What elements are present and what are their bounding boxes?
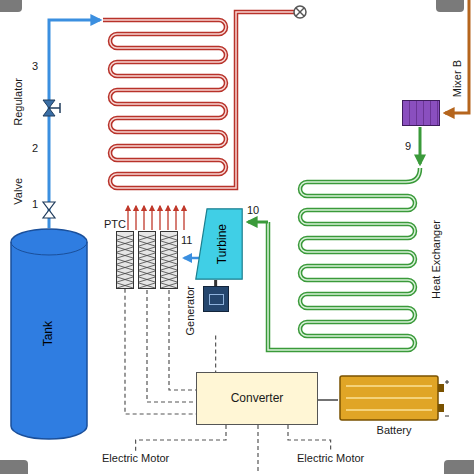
turbine-body: Turbine	[195, 208, 243, 280]
heat-arrow	[183, 206, 184, 230]
red-coil-bore	[103, 12, 294, 188]
callout-number: 9	[405, 140, 411, 153]
mixer-outlet-pipe	[419, 127, 422, 164]
heat-arrow	[143, 206, 144, 230]
power-wire	[318, 399, 338, 401]
heat-arrow	[127, 206, 128, 230]
heat-arrow	[135, 206, 136, 230]
mixer-inlet-line	[445, 0, 469, 113]
wheel	[444, 460, 474, 474]
turbine-inlet-pipe	[248, 221, 268, 224]
ptc-blocks	[116, 231, 178, 289]
node-text: Electric Motor	[297, 452, 364, 464]
callout-number: 3	[32, 60, 38, 73]
red-coil	[103, 12, 294, 188]
part-label: Heat Exchanger	[430, 220, 443, 299]
node-text: Mixer B	[451, 60, 464, 97]
callout-number: 1	[32, 198, 38, 211]
wheel	[0, 460, 28, 474]
generator-core	[209, 294, 224, 305]
motor-label-box: Electric Motor	[295, 452, 366, 465]
ptc-block	[161, 231, 178, 288]
battery-pack: Battery	[338, 372, 450, 437]
converter-box: Converter	[196, 372, 318, 425]
generator-symbol	[203, 286, 229, 312]
mixer-box: Mixer B	[402, 100, 440, 126]
motor-wire	[257, 425, 258, 474]
tank-vessel: Tank	[10, 228, 88, 440]
supply-pipe	[49, 20, 100, 228]
heat-arrow	[175, 206, 176, 230]
node-text: PTC	[104, 218, 178, 231]
part-label: Regulator	[12, 78, 25, 126]
heat-arrows	[128, 206, 184, 230]
green-coil-bore	[268, 168, 420, 350]
wheel	[436, 0, 464, 12]
outlet-valve	[294, 6, 306, 18]
callout-number: 11	[181, 234, 192, 247]
node-text: Converter	[231, 392, 284, 406]
ptc-block	[117, 231, 134, 288]
wheel	[0, 0, 22, 12]
ptc-block	[139, 231, 156, 288]
signal-wire	[136, 425, 226, 452]
signal-wire	[288, 425, 331, 452]
turbine-exhaust	[184, 257, 199, 260]
signal-wire	[215, 336, 216, 372]
node-text: Turbine	[216, 224, 230, 264]
node-text: Battery	[377, 424, 412, 437]
node-text: Tank	[42, 321, 56, 346]
node-text: Electric Motor	[102, 452, 169, 464]
green-coil	[268, 168, 420, 350]
heat-arrow	[151, 206, 152, 230]
battery-symbol	[338, 372, 450, 424]
callout-number: 10	[247, 204, 259, 217]
node-text: Generator	[184, 286, 197, 336]
generator-unit: Generator	[184, 286, 229, 336]
regulator-symbol	[43, 100, 60, 116]
heat-arrow	[159, 206, 160, 230]
motor-label-box: Electric Motor	[100, 452, 171, 465]
callout-number: 2	[32, 142, 38, 155]
ptc-heater: PTC	[104, 218, 178, 289]
part-label: Valve	[12, 178, 25, 205]
heat-arrow	[167, 206, 168, 230]
valve-symbol	[43, 202, 55, 218]
